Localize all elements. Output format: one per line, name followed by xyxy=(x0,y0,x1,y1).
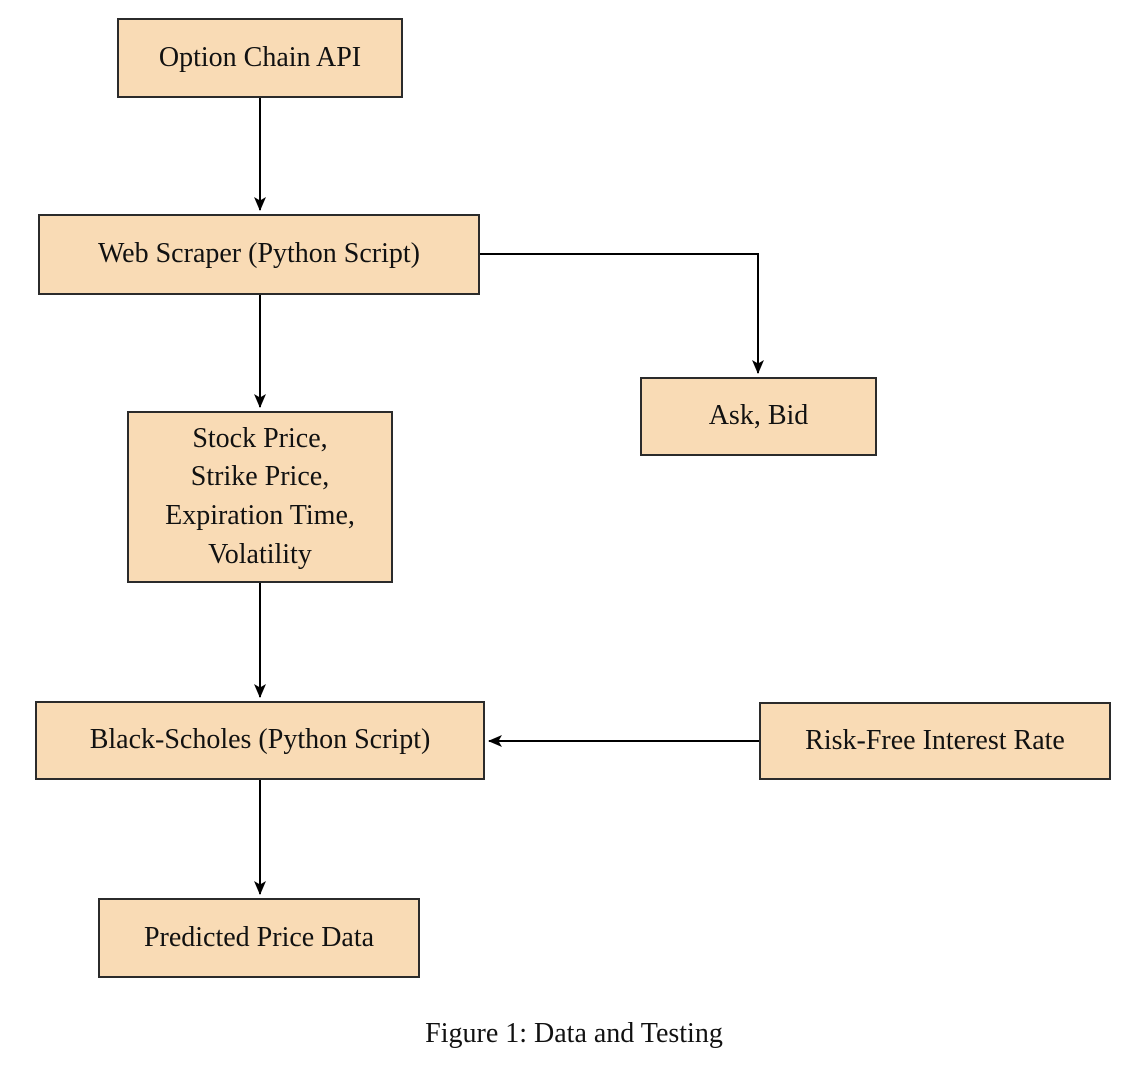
node-web-scraper-label: Web Scraper (Python Script) xyxy=(98,238,420,270)
node-ask-bid: Ask, Bid xyxy=(640,377,877,456)
node-risk-free-rate: Risk-Free Interest Rate xyxy=(759,702,1111,780)
node-option-chain-api-label: Option Chain API xyxy=(158,41,362,73)
node-risk-free-rate-label: Risk-Free Interest Rate xyxy=(805,724,1065,756)
node-predicted-price-data-label: Predicted Price Data xyxy=(143,921,375,953)
node-option-chain-api: Option Chain API xyxy=(117,18,403,98)
node-web-scraper: Web Scraper (Python Script) xyxy=(38,214,480,295)
edge-web-scraper-to-ask-bid xyxy=(480,253,764,374)
figure-caption: Figure 1: Data and Testing xyxy=(425,1018,723,1049)
node-scraped-fields: Stock Price, Strike Price, Expiration Ti… xyxy=(127,411,393,583)
node-scraped-fields-label: Stock Price, Strike Price, Expiration Ti… xyxy=(165,422,355,570)
node-black-scholes: Black-Scholes (Python Script) xyxy=(35,701,485,780)
node-predicted-price-data: Predicted Price Data xyxy=(98,898,420,978)
node-black-scholes-label: Black-Scholes (Python Script) xyxy=(89,724,431,756)
node-ask-bid-label: Ask, Bid xyxy=(708,400,809,432)
